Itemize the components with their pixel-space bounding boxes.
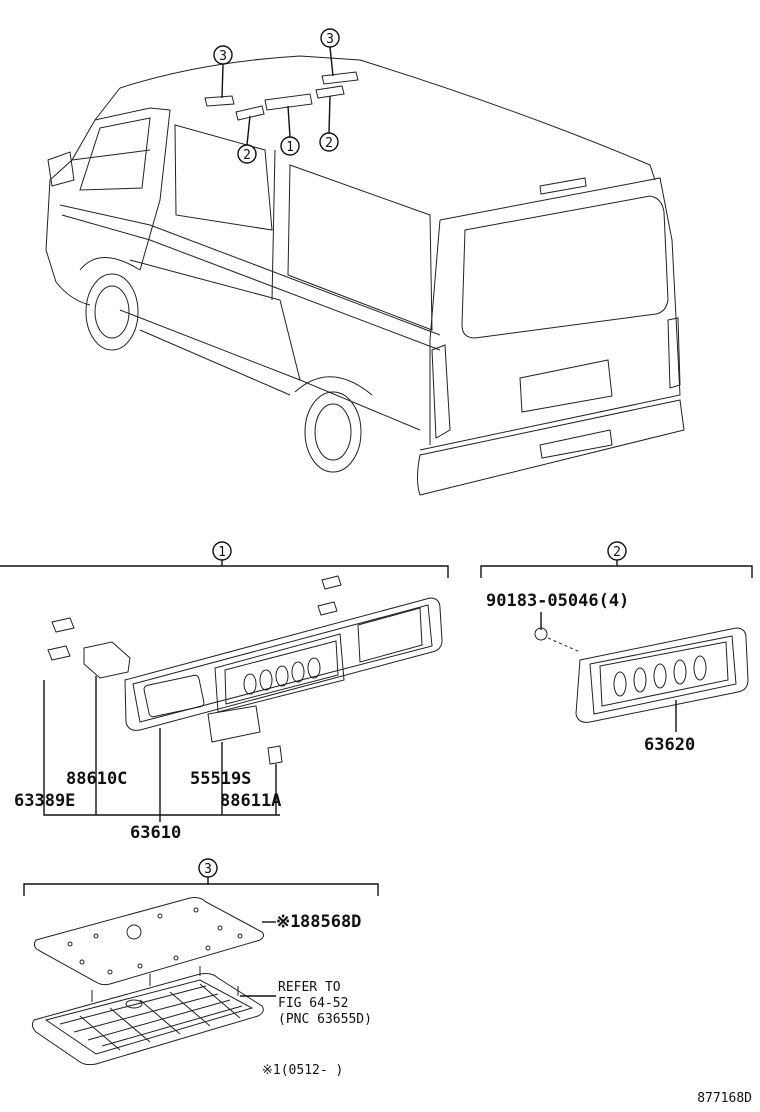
group-3-roof-vent: 3 ※1 88568D REFER TO FIG 64 bbox=[23, 858, 379, 1066]
part-63610-label: 63610 bbox=[130, 823, 181, 843]
callout-2-right: 2 bbox=[319, 95, 339, 152]
clips bbox=[47, 575, 342, 661]
refer-pnc-label: (PNC 63655D) bbox=[278, 1012, 372, 1027]
van-callouts: 3 3 2 1 2 bbox=[213, 28, 340, 164]
refer-fig-label: FIG 64-52 bbox=[278, 996, 348, 1011]
part-88568d-label: 88568D bbox=[300, 912, 361, 932]
callout-1: 1 bbox=[280, 105, 300, 156]
svg-text:3: 3 bbox=[219, 49, 227, 64]
van-illustration bbox=[45, 55, 685, 496]
group-1-room-lamp: 1 bbox=[0, 541, 449, 843]
part-88611a-label: 88611A bbox=[220, 791, 281, 811]
group-1-leaders bbox=[43, 676, 280, 822]
part-63389e-label: 63389E bbox=[14, 791, 75, 811]
lens-55519s bbox=[207, 705, 261, 743]
part-88610c-label: 88610C bbox=[66, 769, 127, 789]
diagram-id: 877168D bbox=[697, 1091, 752, 1106]
room-lamp-housing bbox=[124, 597, 443, 731]
bolt-icon bbox=[534, 627, 548, 641]
svg-text:2: 2 bbox=[325, 136, 333, 151]
group-2-callout-label: 2 bbox=[613, 545, 621, 560]
callout-3-left: 3 bbox=[213, 45, 233, 99]
bulb-88611a bbox=[267, 745, 283, 765]
socket-88610c bbox=[83, 641, 131, 679]
roof-vent-frame bbox=[31, 966, 264, 1066]
part-mark-label: ※1 bbox=[276, 912, 300, 932]
svg-text:2: 2 bbox=[243, 148, 251, 163]
group-1-callout-label: 1 bbox=[218, 545, 226, 560]
svg-text:3: 3 bbox=[326, 32, 334, 47]
svg-text:1: 1 bbox=[286, 140, 294, 155]
callout-2-left: 2 bbox=[237, 115, 257, 164]
part-90183-05046-label: 90183-05046(4) bbox=[486, 591, 629, 611]
group-2-lamp: 2 90183-05046(4) 63620 bbox=[480, 541, 753, 755]
part-55519s-label: 55519S bbox=[190, 769, 251, 789]
group-3-callout-label: 3 bbox=[204, 862, 212, 877]
lamp-63620 bbox=[575, 627, 749, 723]
gasket-88568d bbox=[33, 897, 265, 986]
callout-3-right: 3 bbox=[320, 28, 340, 77]
footnote: ※1(0512- ) bbox=[262, 1063, 343, 1078]
part-63620-label: 63620 bbox=[644, 735, 695, 755]
refer-to-label: REFER TO bbox=[278, 980, 341, 995]
